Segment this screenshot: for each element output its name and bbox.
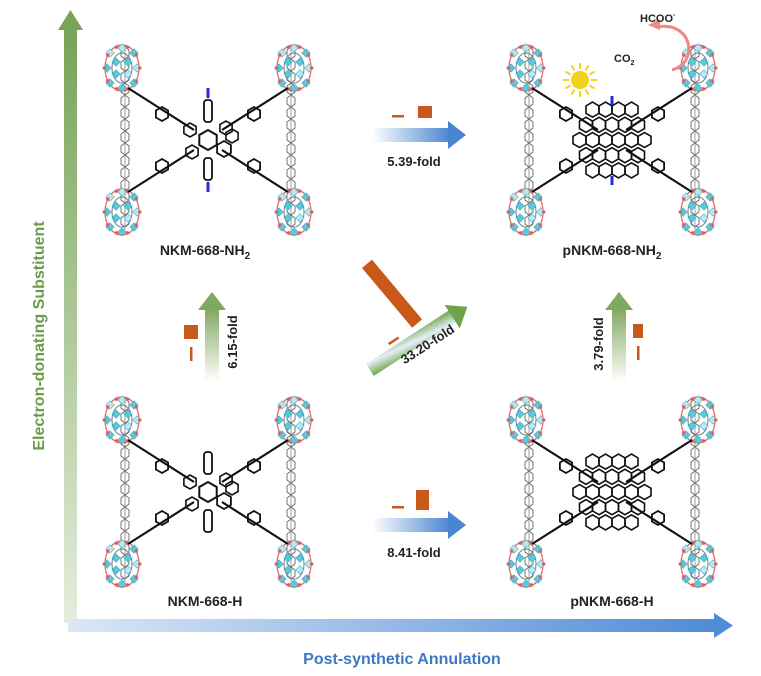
pillar-linker — [120, 45, 130, 230]
metal-cluster — [678, 43, 718, 93]
bar-left-after — [184, 325, 198, 339]
arrow-top: 5.39-fold — [372, 106, 466, 169]
label-pnkm-668-nh2: pNKM-668-NH2 — [563, 242, 662, 262]
metal-cluster — [506, 395, 546, 445]
metal-cluster — [274, 395, 314, 445]
arrow-bottom: 8.41-fold — [372, 490, 466, 560]
metal-cluster — [102, 395, 142, 445]
metal-cluster — [506, 539, 546, 589]
metal-cluster — [102, 43, 142, 93]
metal-cluster — [102, 539, 142, 589]
bar-top-after — [418, 106, 432, 118]
tetraphenyl-core — [183, 451, 239, 533]
fold-top: 5.39-fold — [387, 154, 441, 169]
metal-cluster — [274, 187, 314, 237]
metal-cluster — [678, 187, 718, 237]
label-pnkm-668-h: pNKM-668-H — [570, 593, 653, 609]
pillar-linker — [690, 397, 700, 582]
linker-arms — [531, 87, 693, 193]
fold-right: 3.79-fold — [591, 317, 606, 371]
label-nkm-668-nh2: NKM-668-NH2 — [160, 242, 251, 262]
bar-right-after — [633, 324, 643, 338]
linker-arms — [531, 439, 693, 545]
metal-cluster — [102, 187, 142, 237]
bar-bottom-before — [392, 506, 404, 509]
curved-arrow-icon — [655, 24, 691, 72]
metal-cluster — [506, 187, 546, 237]
framework-pnkm-668-h — [506, 395, 718, 589]
pillar-linker — [524, 45, 534, 230]
pillar-linker — [286, 45, 296, 230]
bar-diagonal-before — [388, 336, 400, 346]
metal-cluster — [678, 395, 718, 445]
bar-bottom-after — [416, 490, 429, 510]
arrow-diagonal: 33.20-fold — [362, 259, 468, 376]
fold-bottom: 8.41-fold — [387, 545, 441, 560]
reactant-label: CO2 — [614, 53, 635, 67]
arrow-right: 3.79-fold — [591, 292, 643, 382]
product-label: HCOO- — [640, 12, 676, 25]
x-axis-arrow — [68, 613, 733, 638]
bar-top-before — [392, 115, 404, 118]
nanographene-core — [572, 96, 652, 185]
fold-left: 6.15-fold — [225, 315, 240, 369]
framework-pnkm-668-nh2 — [506, 43, 718, 237]
metal-cluster — [506, 43, 546, 93]
metal-cluster — [678, 539, 718, 589]
metal-cluster — [274, 43, 314, 93]
reaction-callout: HCOO- CO2 — [614, 12, 691, 72]
bar-diagonal-after — [362, 259, 423, 328]
y-axis-arrow — [58, 10, 83, 623]
tetraphenyl-core — [183, 88, 239, 192]
bar-right-before — [637, 346, 640, 360]
sun-icon — [563, 63, 597, 97]
y-axis-label: Electron-donating Substituent — [31, 221, 48, 451]
arrow-left: 6.15-fold — [184, 292, 240, 382]
framework-nkm-668-nh2 — [102, 43, 314, 237]
pillar-linker — [120, 397, 130, 582]
x-axis-label: Post-synthetic Annulation — [303, 651, 501, 668]
bar-left-before — [190, 347, 193, 361]
framework-nkm-668-h — [102, 395, 314, 589]
linker-arms — [127, 439, 289, 545]
nanographene-core — [572, 453, 652, 531]
label-nkm-668-h: NKM-668-H — [168, 593, 243, 609]
metal-cluster — [274, 539, 314, 589]
linker-arms — [127, 87, 289, 193]
